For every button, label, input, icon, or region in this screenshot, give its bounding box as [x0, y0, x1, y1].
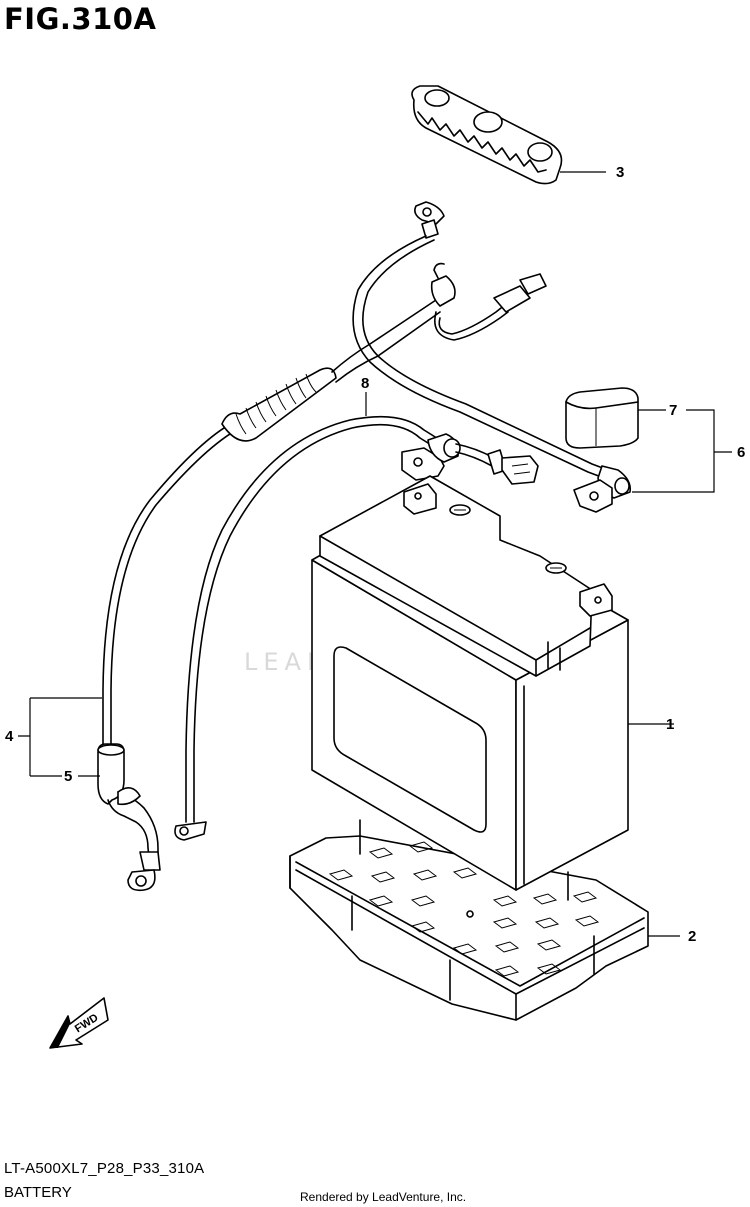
- render-credit: Rendered by LeadVenture, Inc.: [300, 1190, 467, 1204]
- battery-tray[interactable]: [289, 819, 649, 1021]
- cable-boot[interactable]: [97, 743, 161, 892]
- callout-3: 3: [616, 164, 624, 181]
- figure-code: LT-A500XL7_P28_P33_310A: [4, 1160, 205, 1177]
- callout-4: 4: [5, 728, 14, 745]
- tray-cutouts: [328, 841, 600, 977]
- fwd-arrow: FWD: [49, 997, 109, 1049]
- callouts: 1 2 3 4 5 6 7 8: [5, 164, 745, 945]
- figure-name: BATTERY: [4, 1184, 72, 1201]
- battery[interactable]: [311, 475, 629, 891]
- battery-lead-wire[interactable]: [174, 415, 539, 841]
- positive-lead-assembly[interactable]: [352, 201, 632, 513]
- leader-lines: [18, 171, 732, 937]
- terminal-cap[interactable]: [565, 387, 639, 449]
- callout-7: 7: [669, 402, 677, 419]
- terminal-cover[interactable]: [411, 85, 563, 185]
- figure-title: FIG.310A: [4, 2, 157, 36]
- callout-5: 5: [64, 768, 72, 785]
- callout-1: 1: [666, 716, 674, 733]
- negative-cable[interactable]: [102, 262, 456, 753]
- callout-2: 2: [688, 928, 696, 945]
- callout-8: 8: [361, 375, 369, 392]
- callout-6: 6: [737, 444, 745, 461]
